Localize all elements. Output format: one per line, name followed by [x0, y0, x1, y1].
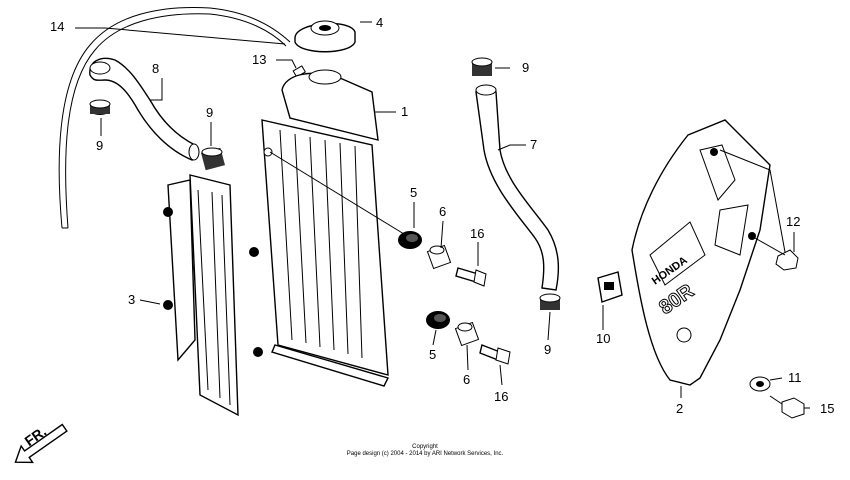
overflow-tube — [58, 7, 291, 229]
callout-2: 2 — [676, 401, 683, 416]
shroud-bolt-upper — [775, 249, 799, 271]
callout-9-top-right: 9 — [522, 60, 529, 75]
callout-9-bottom-right: 9 — [544, 342, 551, 357]
callout-4: 4 — [376, 15, 383, 30]
callout-9-mid: 9 — [206, 105, 213, 120]
callout-6-lower: 6 — [463, 372, 470, 387]
grommet-upper — [398, 231, 422, 249]
radiator-shroud: HONDA 80R — [631, 119, 771, 386]
callout-14: 14 — [50, 19, 64, 34]
callout-5-lower: 5 — [429, 347, 436, 362]
hose-clamp-bottom-right — [539, 293, 561, 310]
callout-8: 8 — [152, 61, 159, 76]
callout-9-left: 9 — [96, 138, 103, 153]
shroud-clip — [597, 271, 623, 303]
copyright-notice: Page design (c) 2004 - 2014 by ARI Netwo… — [346, 451, 504, 457]
shroud-grommet — [749, 376, 771, 392]
front-direction-arrow-icon: FR. — [14, 423, 68, 464]
grommet-lower — [426, 311, 450, 329]
bolt-lower — [479, 344, 511, 365]
callout-5-upper: 5 — [410, 185, 417, 200]
hose-clamp-mid — [201, 147, 225, 171]
lower-radiator-hose — [475, 84, 560, 291]
bolt-upper — [455, 267, 487, 287]
upper-radiator-hose — [89, 57, 200, 161]
callout-3: 3 — [128, 292, 135, 307]
collar-lower — [454, 321, 480, 347]
callout-13: 13 — [252, 52, 266, 67]
callout-12: 12 — [786, 214, 800, 229]
radiator-cap — [294, 20, 356, 53]
hose-clamp-top-right — [471, 57, 493, 76]
copyright-title: Copyright — [412, 444, 438, 450]
callout-1: 1 — [401, 104, 408, 119]
leader-lines — [75, 21, 810, 409]
collar-upper — [426, 244, 452, 270]
radiator — [261, 69, 390, 387]
callout-16-lower: 16 — [494, 389, 508, 404]
callout-6-upper: 6 — [439, 204, 446, 219]
callout-15: 15 — [820, 401, 834, 416]
shroud-bolt-lower — [769, 395, 805, 419]
callout-11: 11 — [788, 370, 802, 385]
radiator-louver — [163, 174, 263, 417]
callout-16-upper: 16 — [470, 226, 484, 241]
callout-10: 10 — [596, 331, 610, 346]
hose-clamp-left — [89, 99, 111, 115]
callout-7: 7 — [530, 137, 537, 152]
